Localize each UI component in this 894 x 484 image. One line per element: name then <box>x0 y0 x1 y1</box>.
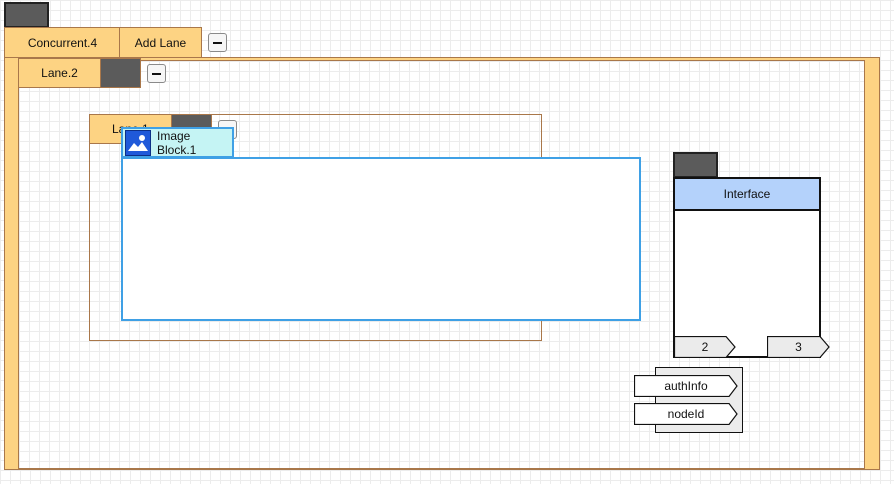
image-icon <box>125 129 151 156</box>
input-nodeid[interactable]: nodeId <box>634 403 738 425</box>
minus-icon <box>152 72 161 75</box>
image-block-header[interactable]: Image Block.1 <box>121 127 234 158</box>
interface-drag-handle[interactable] <box>673 152 718 178</box>
image-block-label: Image Block.1 <box>157 128 197 157</box>
concurrent-tab[interactable]: Concurrent.4 <box>4 27 121 58</box>
interface-port-3[interactable]: 3 <box>767 336 830 358</box>
input-authinfo[interactable]: authInfo <box>634 375 738 397</box>
concurrent-collapse-button[interactable] <box>208 33 227 52</box>
concurrent-drag-handle[interactable] <box>4 2 49 28</box>
minus-icon <box>213 41 222 44</box>
interface-header[interactable]: Interface <box>673 177 821 211</box>
lane-2-tab[interactable]: Lane.2 <box>18 58 101 88</box>
interface-title: Interface <box>723 187 771 201</box>
lane-2-drag-handle[interactable] <box>100 58 141 88</box>
image-block-body[interactable] <box>121 157 641 321</box>
interface-port-2[interactable]: 2 <box>674 336 736 358</box>
add-lane-button[interactable]: Add Lane <box>119 27 202 58</box>
lane-2-collapse-button[interactable] <box>147 64 166 83</box>
